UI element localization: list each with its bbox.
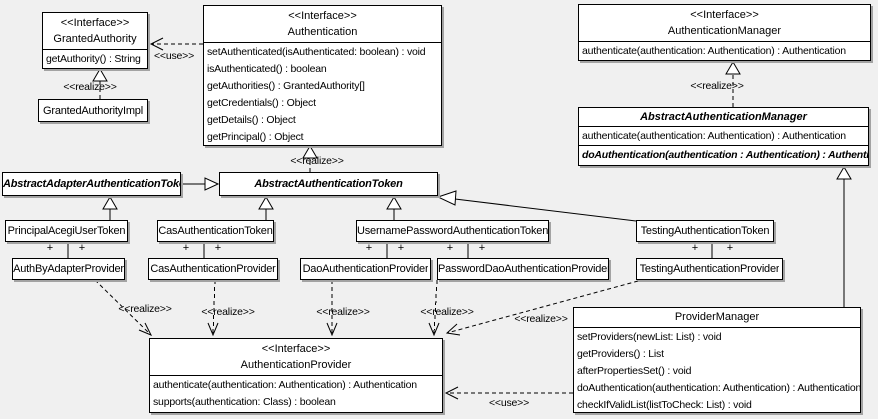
use-dependency-authentication-grantedauthority xyxy=(149,37,203,51)
class-name: AbstractAdapterAuthenticationToken xyxy=(3,178,180,190)
stereotype-label: <<Interface>> xyxy=(690,9,759,21)
realize-label: <<realize>> xyxy=(514,313,568,325)
class-cas-authentication-token[interactable]: CasAuthenticationToken xyxy=(157,220,274,242)
generalization-usernamepasswordtoken-abstracttoken xyxy=(386,196,402,220)
class-name: AbstractAuthenticationManager xyxy=(640,111,807,123)
class-granted-authority[interactable]: <<Interface>> GrantedAuthority getAuthor… xyxy=(42,12,148,69)
realize-testingprovider-authenticationprovider xyxy=(445,280,639,336)
realize-label: <<realize>> xyxy=(63,81,117,93)
association-end-label: + xyxy=(397,242,405,254)
realize-passworddaoprovider-authenticationprovider xyxy=(428,279,440,337)
stereotype-label: <<Interface>> xyxy=(261,343,331,355)
association-end-label: + xyxy=(214,242,222,254)
association-end-label: + xyxy=(46,242,54,254)
association-end-label: + xyxy=(478,242,486,254)
class-authentication-provider[interactable]: <<Interface>> AuthenticationProvider aut… xyxy=(149,338,443,413)
realize-label: <<realize>> xyxy=(690,80,744,92)
association-end-label: + xyxy=(446,242,454,254)
method-label: supports(authentication: Class) : boolea… xyxy=(153,396,336,408)
method-label: checkIfValidList(listToCheck: List) : vo… xyxy=(577,399,752,411)
realize-abstractauthenticationmanager-authenticationmanager xyxy=(725,61,741,107)
method-label: authenticate(authentication: Authenticat… xyxy=(582,45,846,57)
class-abstract-adapter-authentication-token[interactable]: AbstractAdapterAuthenticationToken xyxy=(2,172,181,196)
generalization-testingtoken-abstracttoken xyxy=(436,190,637,222)
class-name: GrantedAuthorityImpl xyxy=(43,104,143,117)
realize-label: <<realize>> xyxy=(316,306,370,318)
class-testing-authentication-provider[interactable]: TestingAuthenticationProvider xyxy=(636,258,783,280)
realize-label: <<realize>> xyxy=(201,306,255,318)
generalization-abstractadaptertoken-abstracttoken xyxy=(181,177,220,191)
class-principal-acegi-user-token[interactable]: PrincipalAcegiUserToken xyxy=(5,220,128,242)
association-end-label: + xyxy=(78,242,86,254)
association-end-label: + xyxy=(691,242,699,254)
class-cas-authentication-provider[interactable]: CasAuthenticationProvider xyxy=(148,258,278,280)
use-dependency-providermanager-authenticationprovider xyxy=(444,386,573,400)
class-granted-authority-impl[interactable]: GrantedAuthorityImpl xyxy=(38,99,148,122)
realize-casprovider-authenticationprovider xyxy=(207,279,219,337)
method-label: isAuthenticated() : boolean xyxy=(207,63,327,75)
method-label: doAuthentication(authentication : Authen… xyxy=(579,145,868,164)
generalization-principaltoken-abstractadaptertoken xyxy=(102,196,118,220)
class-name: CasAuthenticationProvider xyxy=(150,263,276,275)
class-authentication[interactable]: <<Interface>> Authentication setAuthenti… xyxy=(203,5,442,146)
class-name: AbstractAuthenticationToken xyxy=(254,178,403,190)
method-label: setAuthenticated(isAuthenticated: boolea… xyxy=(207,46,426,58)
method-label: getAuthority() : String xyxy=(46,53,141,65)
class-testing-authentication-token[interactable]: TestingAuthenticationToken xyxy=(636,220,774,242)
generalization-providermanager-abstractauthenticationmanager xyxy=(836,166,852,307)
class-name: TestingAuthenticationToken xyxy=(640,225,770,237)
stereotype-label: <<Interface>> xyxy=(60,17,130,29)
realize-authbyadapterprovider-authenticationprovider xyxy=(94,279,153,336)
association-end-label: + xyxy=(726,242,734,254)
realize-daoprovider-authenticationprovider xyxy=(326,280,338,337)
association-end-label: + xyxy=(182,242,190,254)
class-name: ProviderManager xyxy=(674,311,760,323)
class-dao-authentication-provider[interactable]: DaoAuthenticationProvider xyxy=(300,258,431,280)
class-password-dao-authentication-provider[interactable]: PasswordDaoAuthenticationProvider xyxy=(437,258,609,280)
class-name: PrincipalAcegiUserToken xyxy=(7,225,126,237)
class-provider-manager[interactable]: ProviderManager setProviders(newList: Li… xyxy=(573,307,861,413)
stereotype-label: <<Interface>> xyxy=(288,10,357,22)
class-name: CasAuthenticationToken xyxy=(158,225,273,237)
use-label: <<use>> xyxy=(153,50,195,62)
method-label: afterPropertiesSet() : void xyxy=(577,365,692,377)
method-label: doAuthentication(authentication: Authent… xyxy=(577,382,860,394)
class-abstract-authentication-token[interactable]: AbstractAuthenticationToken xyxy=(219,172,438,196)
class-name: AuthByAdapterProvider xyxy=(13,263,124,275)
class-username-password-authentication-token[interactable]: UsernamePasswordAuthenticationToken xyxy=(356,220,549,242)
class-name: TestingAuthenticationProvider xyxy=(639,263,780,275)
realize-label: <<realize>> xyxy=(290,155,344,167)
method-label: getProviders() : List xyxy=(577,348,664,360)
method-label: setProviders(newList: List) : void xyxy=(577,331,722,343)
class-auth-by-adapter-provider[interactable]: AuthByAdapterProvider xyxy=(12,258,125,280)
method-label: authenticate(authentication: Authenticat… xyxy=(153,379,417,391)
method-label: getAuthorities() : GrantedAuthority[] xyxy=(207,80,365,92)
class-name: AuthenticationProvider xyxy=(240,359,352,371)
method-label: getCredentials() : Object xyxy=(207,97,316,109)
class-abstract-authentication-manager[interactable]: AbstractAuthenticationManager authentica… xyxy=(578,107,869,166)
realize-abstractauthenticationtoken-authentication xyxy=(302,145,318,172)
use-label: <<use>> xyxy=(488,397,530,409)
realize-label: <<realize>> xyxy=(118,303,172,315)
class-authentication-manager[interactable]: <<Interface>> AuthenticationManager auth… xyxy=(578,4,871,61)
method-label: authenticate(authentication: Authenticat… xyxy=(582,130,846,142)
class-name: DaoAuthenticationProvider xyxy=(302,263,429,275)
class-name: Authentication xyxy=(287,26,358,38)
class-name: GrantedAuthority xyxy=(53,33,137,45)
association-end-label: + xyxy=(365,242,373,254)
realize-grantedauthorityimpl-grantedauthority xyxy=(92,68,108,99)
class-name: AuthenticationManager xyxy=(667,25,782,37)
class-name: UsernamePasswordAuthenticationToken xyxy=(357,225,548,237)
realize-label: <<realize>> xyxy=(420,306,474,318)
generalization-castoken-abstracttoken xyxy=(258,196,274,220)
method-label: getDetails() : Object xyxy=(207,114,296,126)
class-name: PasswordDaoAuthenticationProvider xyxy=(438,263,608,275)
method-label: getPrincipal() : Object xyxy=(207,131,304,143)
